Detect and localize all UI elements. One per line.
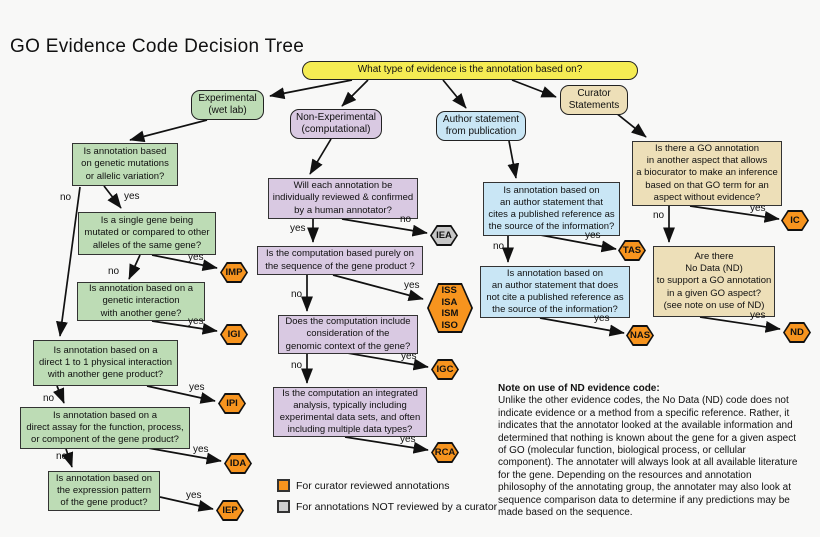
- question-genomic-context: Does the computation include considerati…: [278, 315, 418, 354]
- edge-label-no: no: [56, 451, 68, 462]
- code-tas-label: TAS: [619, 241, 645, 260]
- edge-label-yes: yes: [290, 223, 306, 234]
- code-tas-hexagon: TAS: [618, 240, 646, 261]
- edge-label-yes: yes: [594, 313, 610, 324]
- arrow-l3-igi-yes: [151, 320, 218, 335]
- question-physical-interaction: Is annotation based on a direct 1 to 1 p…: [33, 340, 178, 386]
- code-iea-label: IEA: [431, 226, 457, 245]
- category-experimental: Experimental (wet lab): [191, 90, 264, 120]
- arrow-root-author: [442, 79, 467, 109]
- not-reviewed-swatch: [277, 500, 290, 513]
- edge-label-no: no: [108, 266, 120, 277]
- edge-label-no: no: [291, 289, 303, 300]
- code-nd-hexagon: ND: [783, 322, 811, 343]
- code-rca-label: RCA: [432, 443, 458, 462]
- nd-note: Note on use of ND evidence code: Unlike …: [498, 383, 802, 519]
- arrow-l2-l3-no: [128, 254, 141, 280]
- edge-label-yes: yes: [124, 191, 140, 202]
- arrow-l5-ida-yes: [147, 447, 222, 465]
- code-ida-label: IDA: [225, 454, 251, 473]
- edge-label-yes: yes: [404, 280, 420, 291]
- code-ipi-label: IPI: [219, 394, 245, 413]
- legend-not-reviewed-label: For annotations NOT reviewed by a curato…: [296, 500, 498, 513]
- code-igi-label: IGI: [221, 325, 247, 344]
- edge-label-yes: yes: [400, 434, 416, 445]
- arrow-experimental-l1: [129, 119, 208, 143]
- edge-label-no: no: [60, 192, 72, 203]
- code-ic-hexagon: IC: [781, 210, 809, 231]
- arrow-curator-c1: [615, 112, 647, 138]
- code-rca-hexagon: RCA: [431, 442, 459, 463]
- code-igi-hexagon: IGI: [220, 324, 248, 345]
- edge-label-yes: yes: [585, 230, 601, 241]
- question-human-reviewed: Will each annotation be individually rev…: [268, 178, 418, 219]
- category-author-statement: Author statement from publication: [436, 111, 526, 141]
- edge-label-yes: yes: [750, 203, 766, 214]
- category-non-experimental: Non-Experimental (computational): [290, 109, 382, 139]
- code-nas-label: NAS: [627, 326, 653, 345]
- arrow-nonexperimental-m1: [309, 138, 332, 175]
- curator-reviewed-swatch: [277, 479, 290, 492]
- code-iea-hexagon: IEA: [430, 225, 458, 246]
- legend-curator-reviewed-label: For curator reviewed annotations: [296, 479, 450, 492]
- code-iss-group-hexagon: ISS ISA ISM ISO: [427, 283, 473, 333]
- edge-label-yes: yes: [750, 310, 766, 321]
- code-ida-hexagon: IDA: [224, 453, 252, 474]
- question-genetic-mutations: Is annotation based on genetic mutations…: [72, 143, 178, 186]
- question-single-gene-mutated: Is a single gene being mutated or compar…: [78, 212, 216, 255]
- edge-label-no: no: [43, 393, 55, 404]
- edge-label-yes: yes: [401, 351, 417, 362]
- edge-label-yes: yes: [186, 490, 202, 501]
- arrow-l4-l5-no: [52, 385, 65, 404]
- edge-label-yes: yes: [193, 444, 209, 455]
- arrow-l1-l2-yes: [103, 185, 122, 209]
- edge-label-yes: yes: [189, 382, 205, 393]
- question-sequence-based: Is the computation based purely on the s…: [257, 246, 423, 275]
- question-no-data: Are there No Data (ND) to support a GO a…: [653, 246, 775, 317]
- code-nas-hexagon: NAS: [626, 325, 654, 346]
- legend-curator-reviewed: For curator reviewed annotations: [277, 479, 450, 492]
- edge-label-no: no: [400, 214, 412, 225]
- arrow-author-a1: [507, 140, 520, 179]
- question-direct-assay: Is annotation based on a direct assay fo…: [20, 407, 190, 449]
- code-ic-label: IC: [782, 211, 808, 230]
- question-genetic-interaction: Is annotation based on a genetic interac…: [77, 282, 205, 321]
- code-ipi-hexagon: IPI: [218, 393, 246, 414]
- root-question: What type of evidence is the annotation …: [302, 61, 638, 80]
- category-curator-statements: Curator Statements: [560, 85, 628, 115]
- legend-not-reviewed: For annotations NOT reviewed by a curato…: [277, 500, 497, 513]
- edge-label-yes: yes: [188, 316, 204, 327]
- arrow-root-nonexperimental: [341, 79, 369, 107]
- edge-label-no: no: [291, 360, 303, 371]
- question-integrated-analysis: Is the computation an integrated analysi…: [273, 387, 427, 437]
- edge-label-no: no: [653, 210, 665, 221]
- edge-label-no: no: [493, 241, 505, 252]
- page-title: GO Evidence Code Decision Tree: [10, 36, 305, 57]
- nd-note-body: Unlike the other evidence codes, the No …: [498, 395, 798, 519]
- code-iss-group-label: ISS ISA ISM ISO: [428, 284, 472, 332]
- arrow-a1-tas-yes: [534, 233, 617, 253]
- code-imp-label: IMP: [221, 263, 247, 282]
- code-iep-label: IEP: [217, 501, 243, 520]
- question-expression-pattern: Is annotation based on the expression pa…: [48, 471, 160, 511]
- arrow-m1-iea-no: [341, 218, 428, 237]
- code-iep-hexagon: IEP: [216, 500, 244, 521]
- code-nd-label: ND: [784, 323, 810, 342]
- nd-note-heading: Note on use of ND evidence code:: [498, 383, 660, 394]
- code-igc-label: IGC: [432, 360, 458, 379]
- question-cites-reference: Is annotation based on an author stateme…: [483, 182, 620, 236]
- arrow-a2-nas-yes: [539, 317, 625, 337]
- arrow-c2-nd-yes: [699, 316, 781, 333]
- arrow-c1-ic-yes: [689, 205, 780, 223]
- arrow-root-curator: [511, 79, 557, 98]
- arrow-l4-ipi-yes: [146, 385, 216, 404]
- code-imp-hexagon: IMP: [220, 262, 248, 283]
- question-inference-other-aspect: Is there a GO annotation in another aspe…: [632, 141, 782, 206]
- arrow-root-experimental: [269, 79, 353, 100]
- question-no-cited-reference: Is annotation based on an author stateme…: [480, 266, 630, 318]
- arrow-l2-imp-yes: [151, 254, 218, 272]
- code-igc-hexagon: IGC: [431, 359, 459, 380]
- edge-label-yes: yes: [188, 252, 204, 263]
